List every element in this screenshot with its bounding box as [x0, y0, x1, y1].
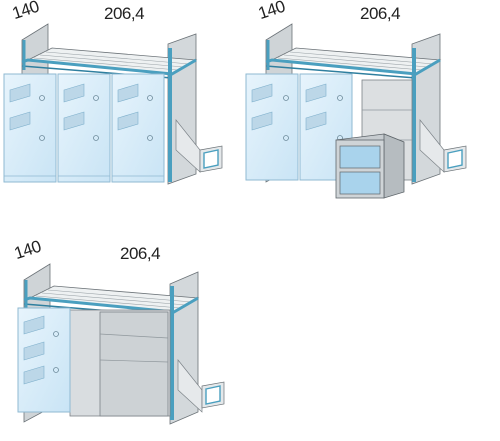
- width-dimension-label-3: 206,4: [120, 244, 161, 263]
- loft-bed-drawing-3: [17, 263, 225, 425]
- loft-bed-drawing-1: [3, 23, 223, 185]
- loft-bed-drawing-2: [245, 23, 467, 199]
- width-dimension-label-1: 206,4: [104, 4, 145, 23]
- width-dimension-label-2: 206,4: [360, 4, 401, 23]
